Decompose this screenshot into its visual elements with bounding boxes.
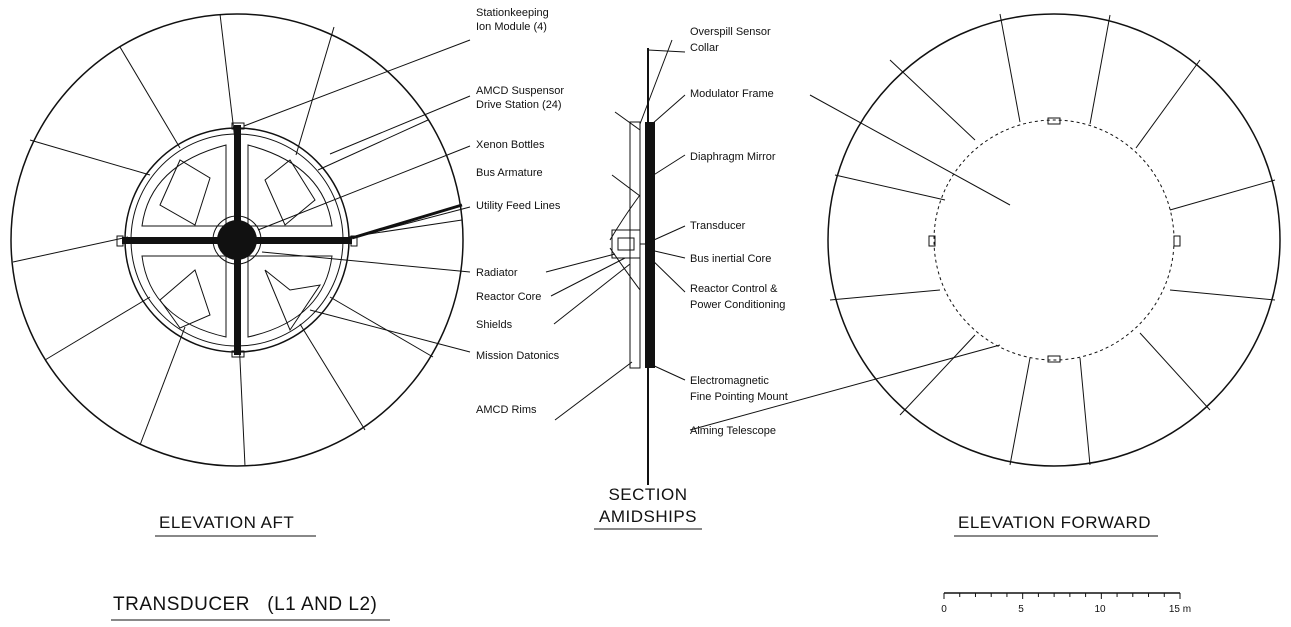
label-amcd-suspensor-1: AMCD Suspensor [476, 85, 564, 97]
label-stationkeeping-2: Ion Module (4) [476, 21, 547, 33]
label-amcd-rims: AMCD Rims [476, 404, 537, 416]
label-shields: Shields [476, 319, 513, 331]
label-aiming-telescope: Aiming Telescope [690, 425, 776, 437]
label-bus-inertial-core: Bus inertial Core [690, 253, 771, 265]
scale-tick-label-10: 10 [1094, 604, 1106, 615]
view-title-section-1: SECTION [608, 485, 687, 504]
label-electromagnetic-2: Fine Pointing Mount [690, 391, 788, 403]
elevation-aft-view [10, 13, 464, 467]
scale-tick-label-5: 5 [1018, 604, 1024, 615]
label-mission-datonics: Mission Datonics [476, 350, 560, 362]
label-overspill-1: Overspill Sensor [690, 26, 771, 38]
label-diaphragm-mirror: Diaphragm Mirror [690, 151, 776, 163]
view-title-section-2: AMIDSHIPS [599, 507, 697, 526]
label-reactor-control-1: Reactor Control & [690, 283, 778, 295]
section-amcd-rims [629, 121, 641, 369]
scale-tick-label-15: 15 m [1169, 604, 1191, 615]
label-overspill-2: Collar [690, 42, 719, 54]
scale-bar: 0 5 10 15 m [941, 592, 1191, 615]
aft-outer-disc [10, 13, 464, 467]
aft-radiator-ring [212, 215, 262, 265]
label-transducer: Transducer [690, 220, 746, 232]
label-reactor-core: Reactor Core [476, 291, 541, 303]
label-stationkeeping-1: Stationkeeping [476, 7, 549, 19]
label-electromagnetic-1: Electromagnetic [690, 375, 769, 387]
label-radiator: Radiator [476, 267, 518, 279]
aft-bus-armature [122, 125, 463, 355]
aft-radial-ribs [12, 13, 463, 467]
forward-ion-modules [928, 117, 1181, 363]
elevation-forward-view [827, 13, 1281, 467]
section-amidships-view [609, 48, 655, 485]
aft-quadrant-modules [141, 144, 333, 338]
label-bus-armature: Bus Armature [476, 167, 543, 179]
scale-tick-label-0: 0 [941, 604, 947, 615]
label-xenon-bottles: Xenon Bottles [476, 139, 545, 151]
diagram-title: TRANSDUCER (L1 AND L2) [113, 594, 377, 615]
label-utility-feed-lines: Utility Feed Lines [476, 200, 561, 212]
view-title-forward: ELEVATION FORWARD [958, 513, 1151, 532]
forward-diaphragm-mirror [933, 119, 1175, 361]
label-reactor-control-2: Power Conditioning [690, 299, 785, 311]
section-bus-assembly [609, 194, 648, 291]
aft-reactor-core [217, 220, 257, 260]
leader-lines [243, 39, 1011, 431]
forward-radial-ribs [829, 13, 1276, 466]
view-title-aft: ELEVATION AFT [159, 513, 294, 532]
label-amcd-suspensor-2: Drive Station (24) [476, 99, 562, 111]
callout-labels: Stationkeeping Ion Module (4) AMCD Suspe… [476, 7, 788, 437]
view-titles: ELEVATION AFT SECTION AMIDSHIPS ELEVATIO… [155, 485, 1158, 537]
forward-outer-disc [827, 13, 1281, 467]
section-diaphragm [645, 122, 655, 368]
label-modulator-frame: Modulator Frame [690, 88, 774, 100]
